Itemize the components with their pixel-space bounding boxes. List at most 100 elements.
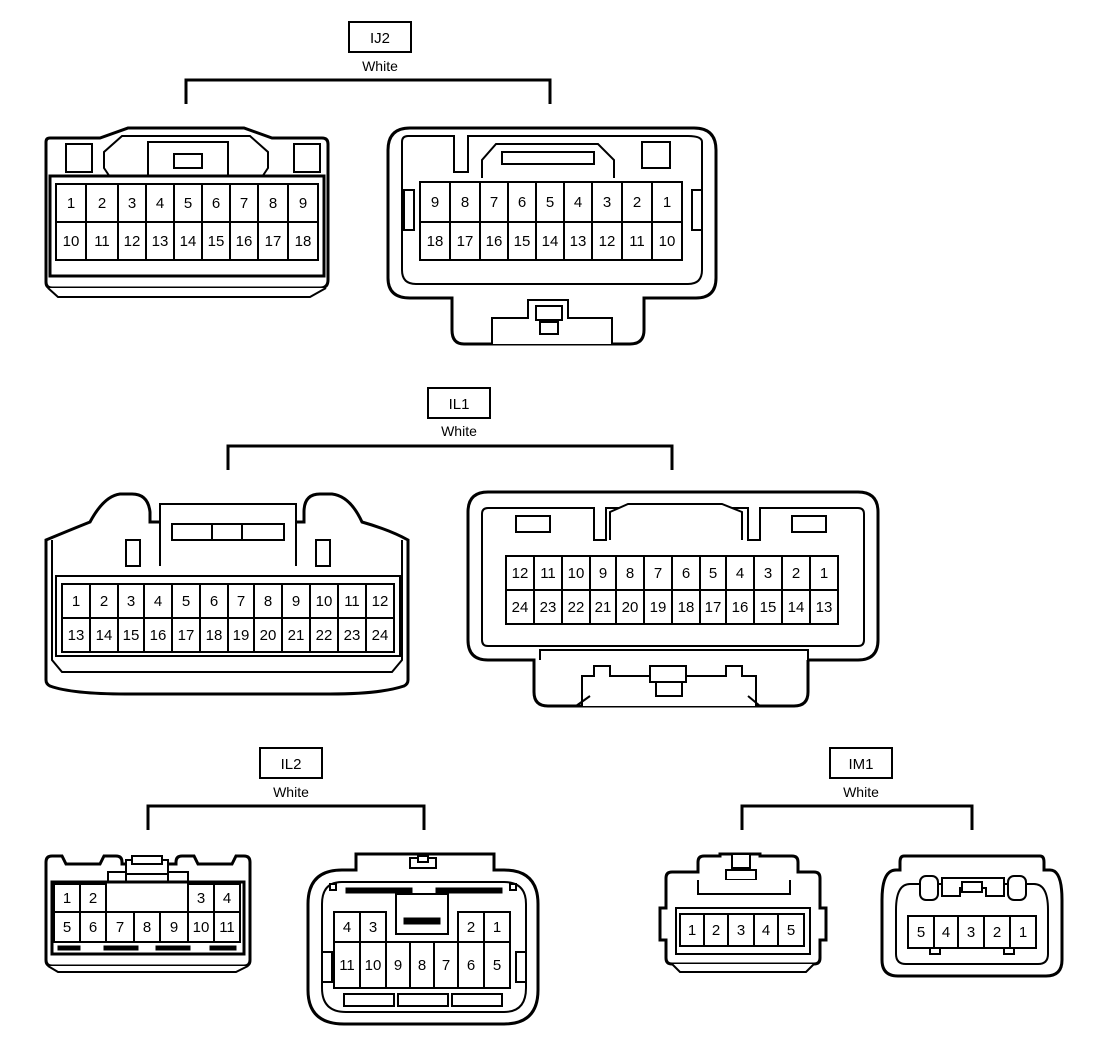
pin-cell <box>777 913 805 947</box>
pin-cell <box>651 181 683 223</box>
pin-number: 12 <box>599 233 616 250</box>
pin-number: 3 <box>603 194 611 211</box>
pin-number: 13 <box>152 233 169 250</box>
group-label-box <box>348 21 412 53</box>
pin-number: 18 <box>678 599 695 616</box>
pin-number: 7 <box>240 195 248 212</box>
pin-number: 12 <box>372 593 389 610</box>
pin-number: 10 <box>659 233 676 250</box>
pin-number: 3 <box>369 919 377 936</box>
pin-number: 11 <box>339 957 355 974</box>
pin-cell <box>643 589 673 625</box>
pin-number: 2 <box>712 922 720 939</box>
pin-number: 1 <box>820 565 828 582</box>
pin-cell <box>507 181 537 223</box>
pin-cell <box>483 911 511 943</box>
pin-number: 13 <box>68 627 85 644</box>
pin-number: 8 <box>264 593 272 610</box>
pin-number: 13 <box>570 233 587 250</box>
pin-number: 20 <box>622 599 639 616</box>
pin-number: 1 <box>663 194 671 211</box>
pin-number: 16 <box>150 627 167 644</box>
pin-number: 19 <box>233 627 250 644</box>
pin-number: 7 <box>490 194 498 211</box>
pin-number: 11 <box>94 233 110 250</box>
pin-cell <box>409 941 435 989</box>
pin-cell <box>479 221 509 261</box>
pin-number: 1 <box>67 195 75 212</box>
pin-cell <box>53 911 81 943</box>
pin-number: 3 <box>967 924 975 941</box>
pin-number: 5 <box>917 924 925 941</box>
pin-cell <box>621 221 653 261</box>
pin-cell <box>781 589 811 625</box>
pin-cell <box>535 181 565 223</box>
pin-number: 6 <box>518 194 526 211</box>
pin-cell <box>419 181 451 223</box>
pin-number: 9 <box>394 957 402 974</box>
pin-number: 9 <box>292 593 300 610</box>
pin-number: 2 <box>89 890 97 907</box>
pin-cell <box>201 221 231 261</box>
pin-number: 7 <box>654 565 662 582</box>
pin-number: 4 <box>223 890 231 907</box>
pin-cell <box>89 617 119 653</box>
pin-number: 1 <box>688 922 696 939</box>
pin-cell <box>281 617 311 653</box>
pin-cell <box>145 221 175 261</box>
group-color: White <box>273 784 309 800</box>
pin-number: 4 <box>156 195 164 212</box>
pin-number: 10 <box>316 593 333 610</box>
group-label-box <box>259 747 323 779</box>
pin-number: 3 <box>127 593 135 610</box>
pin-cell <box>227 583 255 619</box>
pin-number: 13 <box>816 599 833 616</box>
pin-number: 1 <box>63 890 71 907</box>
pin-number: 8 <box>269 195 277 212</box>
pin-number: 3 <box>737 922 745 939</box>
pin-number: 18 <box>427 233 444 250</box>
pin-cell <box>287 183 319 223</box>
pin-number: 5 <box>546 194 554 211</box>
pin-number: 17 <box>265 233 282 250</box>
pin-number: 16 <box>486 233 503 250</box>
pin-number: 6 <box>467 957 475 974</box>
group-il2: IL2 White <box>146 747 426 830</box>
group-label-box <box>427 387 491 419</box>
pin-number: 5 <box>709 565 717 582</box>
pin-number: 4 <box>343 919 351 936</box>
pin-cell <box>483 941 511 989</box>
pin-number: 6 <box>89 919 97 936</box>
pin-number: 8 <box>418 957 426 974</box>
pin-number: 2 <box>792 565 800 582</box>
pin-cell <box>337 617 367 653</box>
group-label: IM1 <box>848 756 873 773</box>
pin-cell <box>365 617 395 653</box>
pin-cell <box>133 911 161 943</box>
pin-cell <box>703 913 729 947</box>
pin-number: 17 <box>178 627 195 644</box>
pin-number: 21 <box>288 627 305 644</box>
pin-number: 14 <box>96 627 113 644</box>
pin-cell <box>1009 915 1037 949</box>
group-im1: IM1 White <box>740 747 974 830</box>
pin-cell <box>809 589 839 625</box>
pin-cell <box>457 941 485 989</box>
pin-cell <box>213 911 241 943</box>
pin-cell <box>145 183 175 223</box>
pin-number: 9 <box>431 194 439 211</box>
pin-number: 24 <box>512 599 529 616</box>
pin-number: 10 <box>568 565 585 582</box>
pin-number: 6 <box>210 593 218 610</box>
pin-cell <box>679 913 705 947</box>
pin-number: 9 <box>170 919 178 936</box>
group-color: White <box>843 784 879 800</box>
group-label-box <box>829 747 893 779</box>
pin-cell <box>201 183 231 223</box>
pin-number: 23 <box>540 599 557 616</box>
